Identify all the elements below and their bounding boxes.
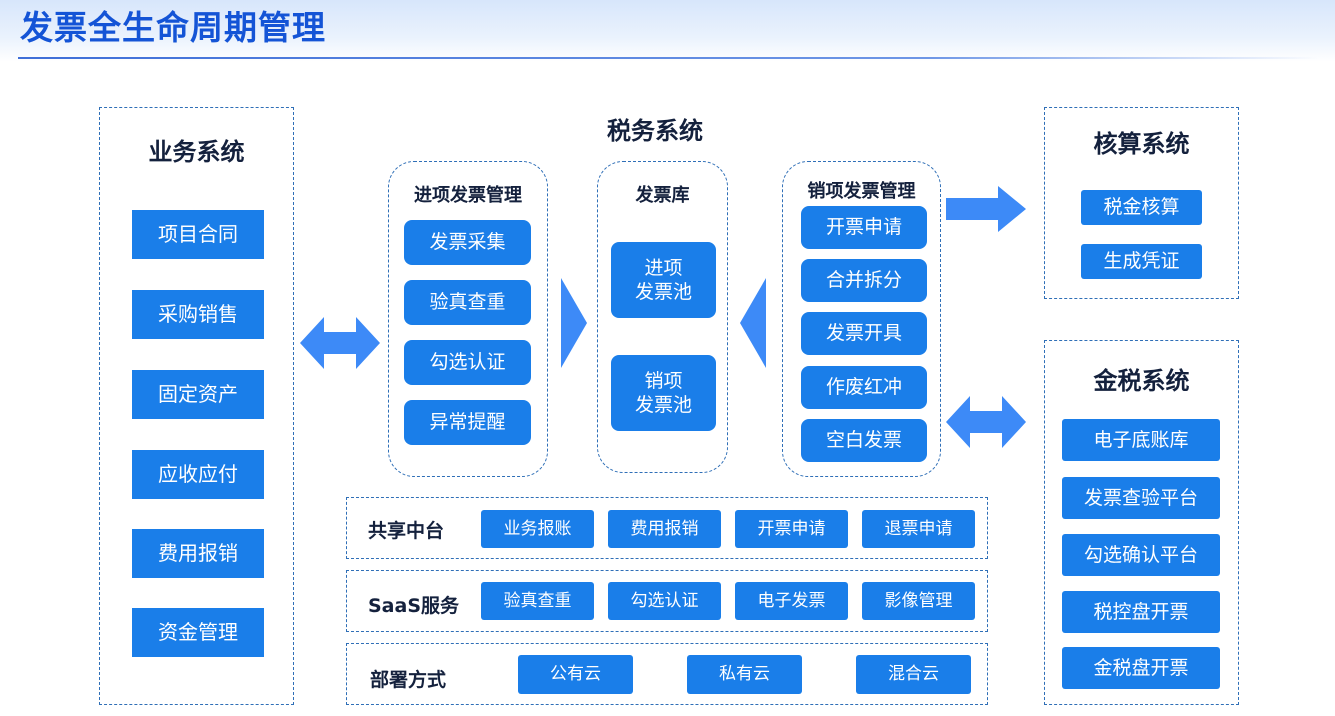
input-invoice-pool[interactable]: 进项 发票池 <box>611 242 716 318</box>
business-system-panel: 业务系统 项目合同 采购销售 固定资产 应收应付 费用报销 资金管理 <box>99 107 294 705</box>
output-invoice-panel: 销项发票管理 开票申请 合并拆分 发票开具 作废红冲 空白发票 <box>782 161 941 477</box>
accounting-system-title: 核算系统 <box>1093 130 1190 158</box>
golden-tax-item-ledger[interactable]: 电子底账库 <box>1062 419 1220 461</box>
input-invoice-title: 进项发票管理 <box>414 185 522 206</box>
golden-tax-item-tax-control-disk[interactable]: 税控盘开票 <box>1062 591 1220 633</box>
business-item-contract[interactable]: 项目合同 <box>132 210 264 259</box>
saas-item-image[interactable]: 影像管理 <box>862 582 975 620</box>
output-item-issue[interactable]: 发票开具 <box>801 312 927 355</box>
arrow-right-block-icon <box>946 186 1026 232</box>
output-item-merge-split[interactable]: 合并拆分 <box>801 259 927 302</box>
shared-platform-label: 共享中台 <box>368 520 445 542</box>
business-item-receivable-payable[interactable]: 应收应付 <box>132 450 264 499</box>
saas-item-e-invoice[interactable]: 电子发票 <box>735 582 848 620</box>
tax-system-title: 税务系统 <box>607 117 703 145</box>
business-item-expense[interactable]: 费用报销 <box>132 529 264 578</box>
accounting-item-voucher[interactable]: 生成凭证 <box>1081 244 1202 279</box>
business-item-funds[interactable]: 资金管理 <box>132 608 264 657</box>
page-title: 发票全生命周期管理 <box>20 8 326 47</box>
saas-item-select-certify[interactable]: 勾选认证 <box>608 582 721 620</box>
double-arrow-icon <box>300 317 380 369</box>
shared-platform-row: 共享中台 业务报账 费用报销 开票申请 退票申请 <box>346 497 988 559</box>
output-invoice-pool[interactable]: 销项 发票池 <box>611 355 716 431</box>
business-item-fixed-assets[interactable]: 固定资产 <box>132 370 264 419</box>
shared-item-refund-apply[interactable]: 退票申请 <box>862 510 975 548</box>
saas-item-verify[interactable]: 验真查重 <box>481 582 594 620</box>
golden-tax-system-title: 金税系统 <box>1093 367 1190 395</box>
deploy-hybrid-cloud[interactable]: 混合云 <box>856 655 971 694</box>
output-item-void-red[interactable]: 作废红冲 <box>801 366 927 409</box>
arrow-left-icon <box>740 278 766 368</box>
deployment-row: 部署方式 公有云 私有云 混合云 <box>346 643 988 705</box>
input-invoice-panel: 进项发票管理 发票采集 验真查重 勾选认证 异常提醒 <box>388 161 548 477</box>
input-item-verify[interactable]: 验真查重 <box>404 280 531 325</box>
business-system-title: 业务系统 <box>148 138 245 166</box>
invoice-pool-title: 发票库 <box>635 185 690 206</box>
header-divider <box>18 57 1318 59</box>
invoice-pool-panel: 发票库 进项 发票池 销项 发票池 <box>597 161 728 473</box>
shared-item-expense[interactable]: 费用报销 <box>608 510 721 548</box>
deploy-public-cloud[interactable]: 公有云 <box>518 655 633 694</box>
output-item-blank[interactable]: 空白发票 <box>801 419 927 462</box>
saas-service-row: SaaS服务 验真查重 勾选认证 电子发票 影像管理 <box>346 570 988 632</box>
golden-tax-item-confirm-platform[interactable]: 勾选确认平台 <box>1062 534 1220 576</box>
input-item-alert[interactable]: 异常提醒 <box>404 400 531 445</box>
deploy-private-cloud[interactable]: 私有云 <box>687 655 802 694</box>
header-banner <box>0 0 1335 62</box>
deployment-label: 部署方式 <box>370 669 447 691</box>
shared-item-invoice-apply[interactable]: 开票申请 <box>735 510 848 548</box>
input-item-select-certify[interactable]: 勾选认证 <box>404 340 531 385</box>
shared-item-business-report[interactable]: 业务报账 <box>481 510 594 548</box>
golden-tax-item-golden-tax-disk[interactable]: 金税盘开票 <box>1062 647 1220 689</box>
saas-service-label: SaaS服务 <box>368 595 460 617</box>
accounting-system-panel: 核算系统 税金核算 生成凭证 <box>1044 107 1239 299</box>
input-item-collect[interactable]: 发票采集 <box>404 220 531 265</box>
double-arrow-icon <box>946 396 1026 448</box>
arrow-right-icon <box>561 278 587 368</box>
golden-tax-item-check-platform[interactable]: 发票查验平台 <box>1062 477 1220 519</box>
golden-tax-system-panel: 金税系统 电子底账库 发票查验平台 勾选确认平台 税控盘开票 金税盘开票 <box>1044 340 1239 705</box>
business-item-purchase-sales[interactable]: 采购销售 <box>132 290 264 339</box>
output-item-apply[interactable]: 开票申请 <box>801 206 927 249</box>
output-invoice-title: 销项发票管理 <box>807 181 916 202</box>
accounting-item-tax[interactable]: 税金核算 <box>1081 190 1202 225</box>
